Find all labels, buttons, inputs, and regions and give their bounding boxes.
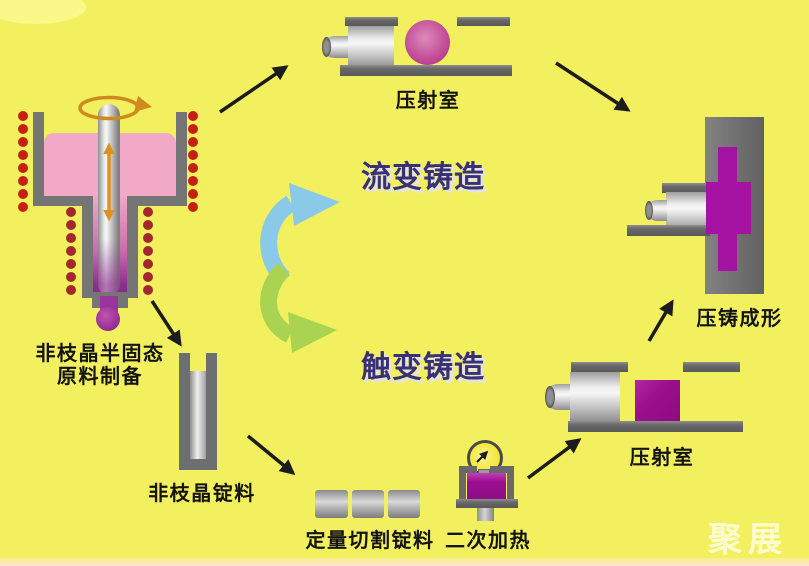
stir-rotation-arrow: [78, 95, 152, 121]
shot-bottom-rail-left: [571, 362, 628, 372]
crucible-shelf-right: [127, 196, 187, 206]
shot-bottom-plunger-housing: [570, 372, 620, 422]
shot-top-bottom-rail: [340, 65, 512, 76]
heating-dot-outer-right: [188, 111, 198, 121]
mold-wall-right: [206, 353, 217, 470]
heating-dot-outer-right: [188, 202, 198, 212]
melt-drop: [96, 307, 120, 331]
heating-dot-inner-right: [143, 233, 153, 243]
shot-chamber-top-label: 压射室: [395, 90, 461, 112]
heating-dot-inner-right: [143, 220, 153, 230]
ingot-label: 非枝晶锭料: [148, 483, 256, 505]
heating-dot-outer-left: [18, 124, 28, 134]
heating-dot-outer-left: [18, 163, 28, 173]
cut-ingots-label: 定量切割锭料: [305, 530, 435, 552]
crucible-stem-wall-right: [127, 196, 138, 298]
heating-dot-outer-left: [18, 111, 28, 121]
shot-bottom-bottom-rail: [568, 421, 743, 432]
shot-bottom-plunger-rod: [545, 384, 571, 410]
heating-dot-inner-right: [143, 207, 153, 217]
plunger-rod-cap: [545, 385, 555, 409]
heating-dot-outer-left: [18, 137, 28, 147]
slug: [388, 490, 420, 518]
heating-dot-inner-right: [143, 285, 153, 295]
heating-dot-inner-left: [66, 285, 76, 295]
mold-wall-left: [179, 353, 190, 470]
preparation-label-line2: 原料制备: [57, 366, 143, 388]
arrow-crucible-to-shot: [219, 65, 289, 114]
rheocasting-title: 流变铸造: [361, 161, 485, 194]
arrow-crucible-to-mold: [150, 300, 182, 347]
plunger-rod-cap: [322, 37, 331, 57]
shot-top-plunger-rod: [322, 36, 349, 58]
arrow-mold-to-slugs: [246, 434, 296, 475]
casting-horizontal: [706, 182, 751, 234]
heating-dot-outer-left: [18, 189, 28, 199]
heating-dot-inner-left: [66, 259, 76, 269]
heating-dot-inner-left: [66, 246, 76, 256]
heating-dot-inner-right: [143, 272, 153, 282]
crucible-wall-left: [33, 112, 44, 206]
stirring-rod-heat-fade: [98, 240, 120, 295]
die-plunger-bottom-rail: [627, 225, 710, 236]
die-plunger-top-rail: [662, 183, 710, 193]
shot-top-rail-right: [457, 17, 510, 26]
thixo-curved-arrow: [260, 262, 337, 353]
reheat-billet: [467, 473, 506, 500]
die-plunger-rod: [645, 200, 667, 221]
reheat-frame-right: [507, 466, 514, 503]
heating-coil-dots: [18, 111, 198, 295]
slug: [315, 490, 348, 518]
plunger-rod-cap: [645, 201, 653, 220]
heating-dot-outer-left: [18, 202, 28, 212]
die-forming-label: 压铸成形: [696, 308, 783, 330]
reheat-flange-left: [459, 466, 477, 473]
heating-dot-inner-right: [143, 246, 153, 256]
heating-dot-outer-right: [188, 150, 198, 160]
heating-dot-outer-right: [188, 163, 198, 173]
mold-bottom: [179, 459, 217, 470]
arrow-shot-to-die-bottom: [647, 299, 674, 342]
heating-dot-inner-left: [66, 233, 76, 243]
shot-chamber-bottom-label: 压射室: [629, 447, 695, 469]
reheat-label: 二次加热: [445, 530, 531, 552]
semisolid-slurry-ball: [405, 20, 450, 65]
heating-dot-outer-left: [18, 150, 28, 160]
slug: [352, 490, 384, 518]
heating-dot-inner-left: [66, 220, 76, 230]
ingot-billet: [190, 371, 206, 459]
reheat-frame-left: [459, 466, 466, 503]
heating-dot-outer-right: [188, 124, 198, 134]
watermark-logo: 聚展: [708, 521, 788, 559]
reheat-flange-right: [490, 466, 514, 473]
heating-dot-inner-left: [66, 272, 76, 282]
arrow-shot-to-die: [555, 61, 631, 112]
shot-top-rail-left: [345, 17, 398, 26]
heating-dot-outer-right: [188, 189, 198, 199]
heating-dot-outer-left: [18, 176, 28, 186]
crucible-stem-wall-left: [82, 196, 93, 298]
shot-bottom-rail-right: [683, 362, 740, 372]
heating-dot-outer-right: [188, 137, 198, 147]
heating-dot-outer-right: [188, 176, 198, 186]
preparation-label-line1: 非枝晶半固态: [35, 343, 165, 365]
heating-dot-inner-left: [66, 207, 76, 217]
solid-billet-cube: [635, 380, 680, 421]
crucible-shelf-left: [33, 196, 93, 206]
preparation-label: 非枝晶半固态 原料制备: [18, 343, 182, 389]
heating-dot-inner-right: [143, 259, 153, 269]
arrow-reheat-to-shot: [526, 438, 582, 480]
reheat-base: [456, 499, 518, 508]
thixocasting-title: 触变铸造: [361, 351, 485, 384]
shot-top-plunger-housing: [348, 26, 394, 68]
reheat-foot: [477, 508, 494, 521]
crucible-wall-right: [176, 112, 187, 206]
bottom-light-strip: [0, 558, 809, 566]
gauge-needle: [476, 450, 489, 463]
